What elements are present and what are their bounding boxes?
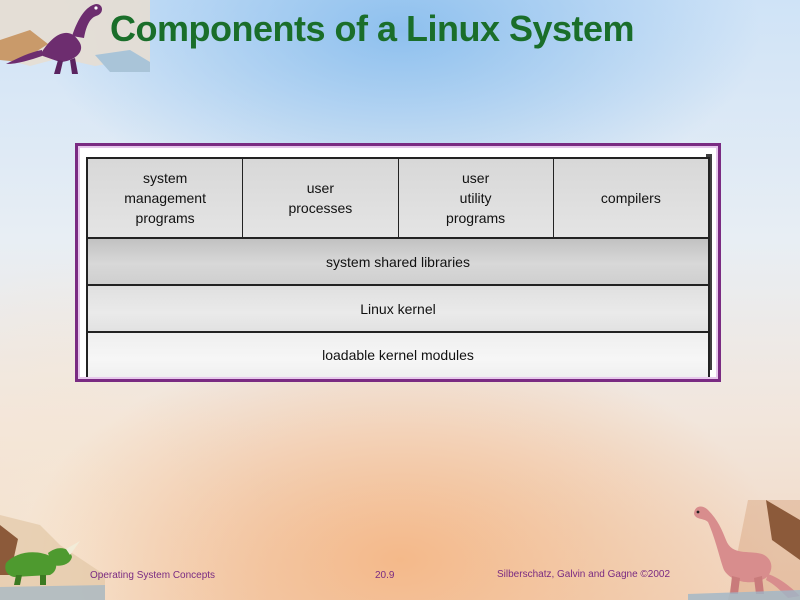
slide-title: Components of a Linux System — [110, 8, 635, 49]
cell-line: utility — [459, 190, 492, 206]
system-shared-libraries-layer: system shared libraries — [88, 239, 708, 286]
cell-line: user — [462, 170, 490, 186]
system-management-programs-box: system management programs — [88, 159, 244, 237]
linux-kernel-layer: Linux kernel — [88, 286, 708, 333]
linux-components-diagram: system management programs user processe… — [75, 143, 721, 382]
dinosaur-illustration-bottom-right — [688, 500, 800, 600]
footer-copyright: Silberschatz, Galvin and Gagne ©2002 — [497, 569, 671, 580]
cell-line: user — [306, 180, 334, 196]
loadable-kernel-modules-layer: loadable kernel modules — [88, 333, 708, 377]
compilers-box: compilers — [553, 159, 708, 237]
cell-line: programs — [135, 210, 195, 226]
user-utility-programs-box: user utility programs — [398, 159, 554, 237]
footer-book-title: Operating System Concepts — [90, 570, 216, 581]
cell-line: programs — [446, 210, 506, 226]
cell-line: compilers — [600, 190, 661, 206]
triceratops-illustration-bottom-left — [0, 515, 105, 600]
cell-line: management — [124, 190, 206, 206]
cell-line: processes — [288, 200, 353, 216]
userland-row: system management programs user processe… — [88, 159, 708, 239]
cell-line: system — [142, 170, 188, 186]
footer-page-number: 20.9 — [375, 570, 395, 581]
diagram-body: system management programs user processe… — [86, 157, 710, 377]
dinosaur-illustration-top-left — [0, 0, 150, 74]
user-processes-box: user processes — [243, 159, 399, 237]
